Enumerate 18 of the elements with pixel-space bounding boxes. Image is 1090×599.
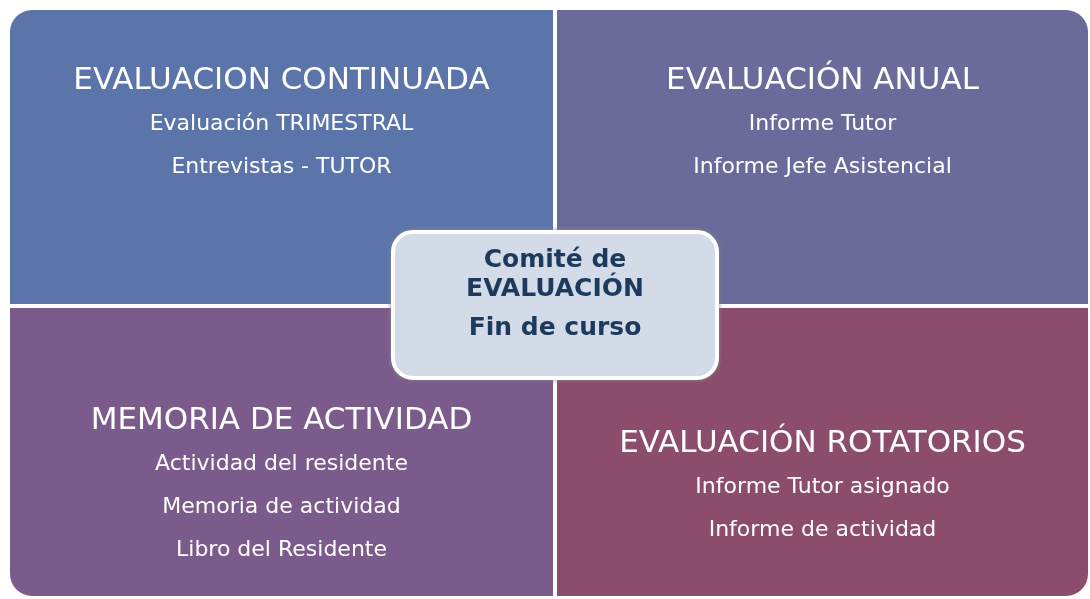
panel-item-text: Memoria de actividad (161, 493, 402, 518)
panel-heading: EVALUACIÓN ROTATORIOS (618, 423, 1027, 459)
quadrant-panel (10, 308, 553, 596)
center-title: Comité de EVALUACIÓN (465, 244, 645, 302)
panel-item-text: Entrevistas - TUTOR (170, 153, 393, 178)
panel-item-text: Actividad del residente (154, 450, 409, 475)
panel-item-text: Informe Tutor asignado (694, 473, 951, 498)
panel-item-text: Informe Tutor (747, 110, 898, 135)
panel-item-text: Informe Jefe Asistencial (692, 153, 953, 178)
center-subtitle: Fin de curso (467, 312, 643, 341)
quadrant-panel (557, 308, 1088, 596)
panel-item-text: Informe de actividad (707, 516, 938, 541)
panel-item-text: Libro del Residente (175, 536, 388, 561)
center-box (391, 230, 719, 380)
panel-heading: EVALUACIÓN ANUAL (665, 60, 980, 96)
panel-item-text: Evaluación TRIMESTRAL (148, 110, 415, 135)
panel-heading: MEMORIA DE ACTIVIDAD (89, 400, 474, 436)
panel-heading: EVALUACION CONTINUADA (72, 60, 491, 96)
